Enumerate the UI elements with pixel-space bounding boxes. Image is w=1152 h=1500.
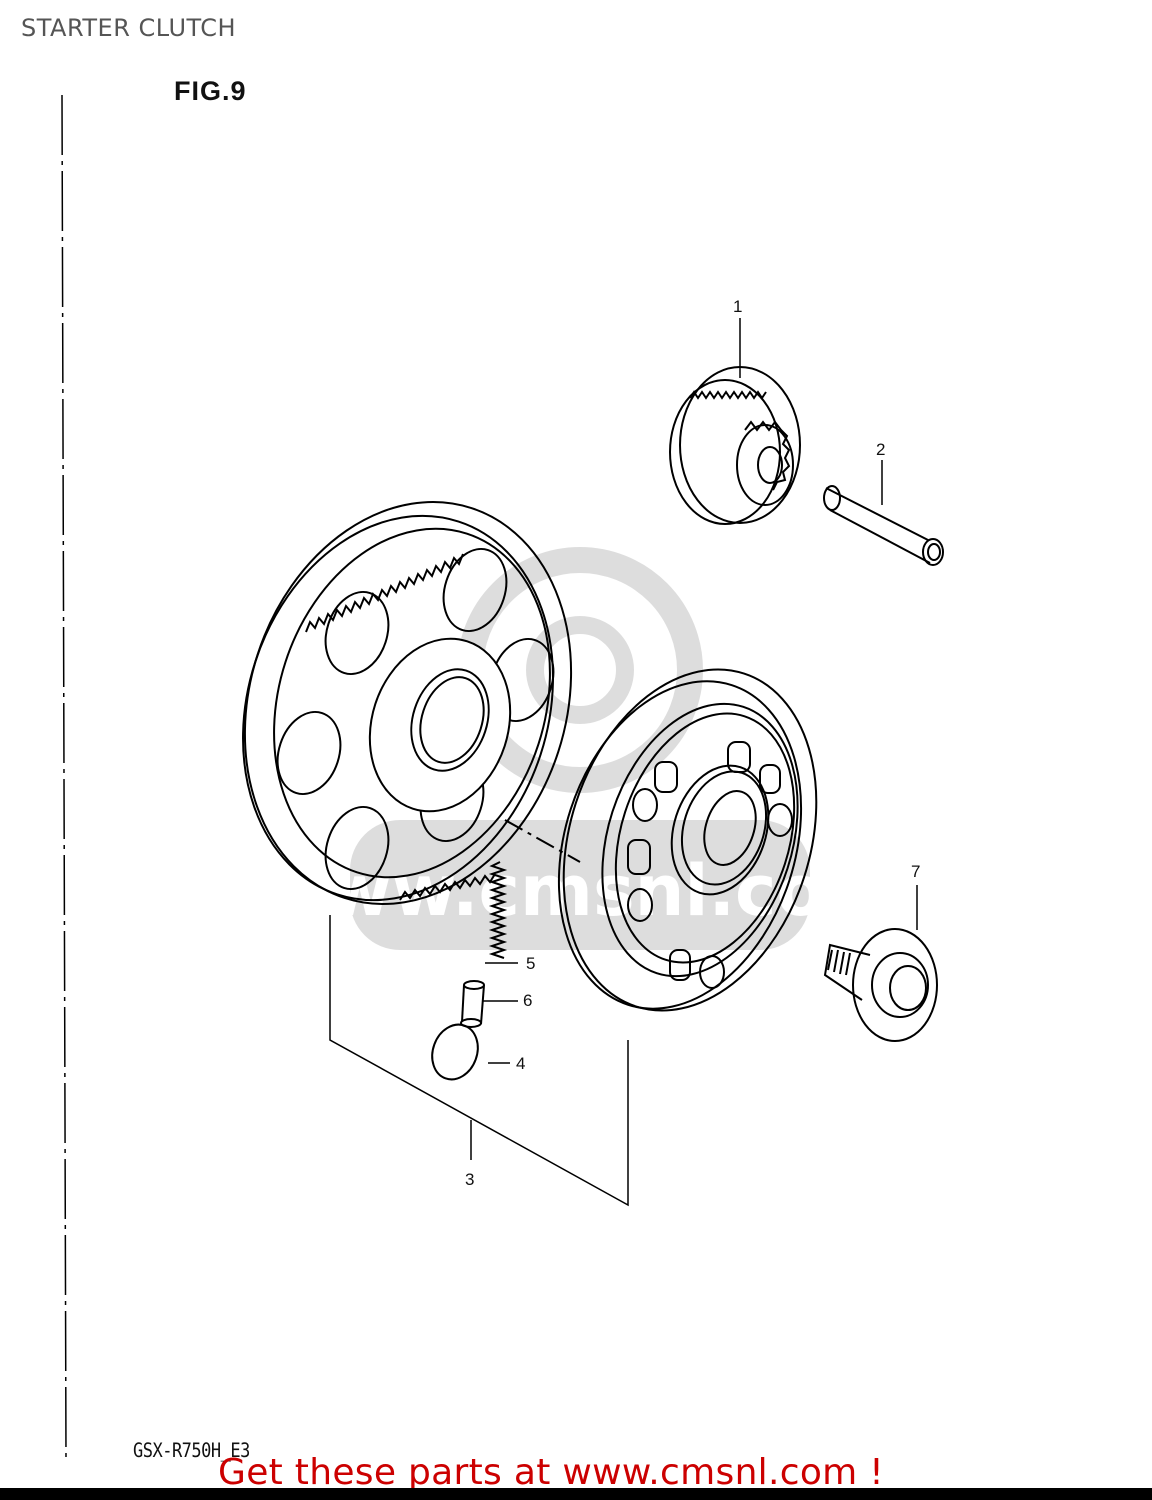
promo-link[interactable]: Get these parts at www.cmsnl.com !	[218, 1452, 884, 1493]
spring-part	[488, 861, 508, 959]
bolt-part	[823, 928, 938, 1042]
idler-gear-part	[669, 366, 801, 525]
starter-clutch-body-part	[557, 668, 818, 1012]
bracket-3	[329, 915, 629, 1207]
callout-2: 2	[876, 440, 886, 459]
model-code: GSX-R750H_E3	[133, 1439, 250, 1463]
starter-clutch-gear-part	[242, 501, 573, 905]
shaft-part	[823, 485, 944, 566]
watermark-logo-icon: www.cmsnl.com	[320, 547, 840, 950]
watermark-text: www.cmsnl.com	[320, 850, 840, 932]
callout-3: 3	[465, 1170, 475, 1189]
page-title: STARTER CLUTCH	[21, 14, 237, 42]
roller-part	[431, 1023, 479, 1081]
callout-4: 4	[516, 1054, 526, 1073]
bottom-bar	[0, 1488, 1152, 1500]
figure-label: FIG.9	[174, 76, 247, 106]
callout-5: 5	[526, 954, 536, 973]
callout-6: 6	[523, 991, 533, 1010]
callout-1: 1	[733, 297, 743, 316]
pin-part	[460, 980, 485, 1028]
callout-7: 7	[911, 862, 921, 881]
